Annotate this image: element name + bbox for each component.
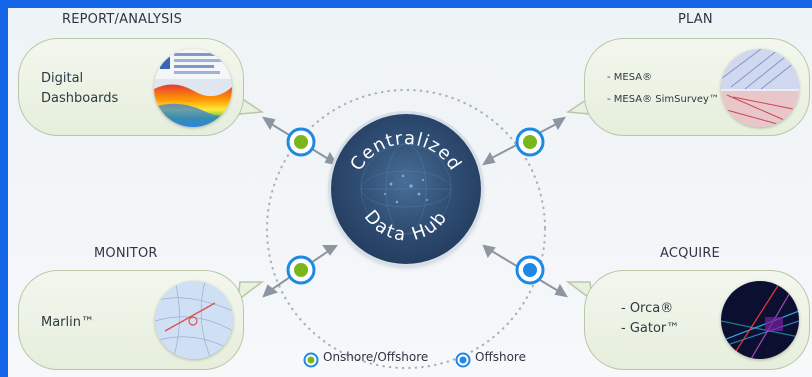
plan-arrowhead-outer — [552, 116, 567, 131]
monitor-arrowhead-inner — [322, 245, 338, 256]
svg-text:Data Hub: Data Hub — [360, 206, 452, 245]
marlin-map-thumbnail-icon — [155, 281, 233, 359]
onshore-offshore-legend-icon — [303, 352, 319, 368]
plan-node-marker — [515, 127, 545, 157]
acquire-bubble: - Orca® - Gator™ — [584, 270, 810, 370]
hub-title-line-2: Data Hub — [360, 206, 450, 245]
centralized-data-hub: Centralized Data Hub — [331, 114, 481, 264]
monitor-node-marker — [286, 255, 316, 285]
plan-line-2: - MESA® SimSurvey™ — [607, 94, 719, 105]
monitor-title: MONITOR — [94, 246, 158, 261]
plan-title: PLAN — [678, 12, 713, 27]
report-node-marker — [286, 127, 316, 157]
frame-top-border — [0, 0, 812, 8]
acquire-title: ACQUIRE — [660, 246, 720, 261]
plan-arrowhead-inner — [481, 151, 496, 166]
frame-left-border — [0, 0, 8, 377]
svg-text:Centralized: Centralized — [346, 128, 465, 175]
acquire-arrowhead-outer — [554, 283, 569, 298]
plan-bubble: - MESA® - MESA® SimSurvey™ — [584, 38, 810, 136]
monitor-arrowhead-outer — [262, 284, 279, 298]
report-line-2: Dashboards — [41, 91, 119, 106]
legend-onshore-offshore-label: Onshore/Offshore — [323, 350, 429, 364]
dashboard-thumbnail-icon — [154, 49, 232, 127]
hub-globe-graphic: Centralized Data Hub — [346, 128, 465, 246]
acquire-line-1: - Orca® — [621, 301, 674, 316]
legend-offshore-label: Offshore — [475, 350, 526, 364]
report-analysis-title: REPORT/ANALYSIS — [62, 12, 183, 27]
monitor-line-1: Marlin™ — [41, 315, 94, 330]
report-arrowhead-outer — [261, 116, 276, 131]
monitor-bubble: Marlin™ — [18, 270, 244, 370]
acquire-3d-thumbnail-icon — [721, 281, 799, 359]
acquire-line-2: - Gator™ — [621, 321, 680, 336]
report-arrowhead-inner — [324, 151, 339, 166]
acquire-node-marker — [515, 255, 545, 285]
report-line-1: Digital — [41, 71, 84, 86]
hub-title-line-1: Centralized — [346, 128, 464, 175]
offshore-legend-icon — [455, 352, 471, 368]
plan-line-1: - MESA® — [607, 72, 653, 83]
dotted-ring — [265, 88, 547, 370]
report-analysis-bubble: Digital Dashboards — [18, 38, 244, 136]
survey-map-thumbnail-icon — [721, 49, 799, 127]
acquire-arrowhead-inner — [482, 244, 496, 259]
